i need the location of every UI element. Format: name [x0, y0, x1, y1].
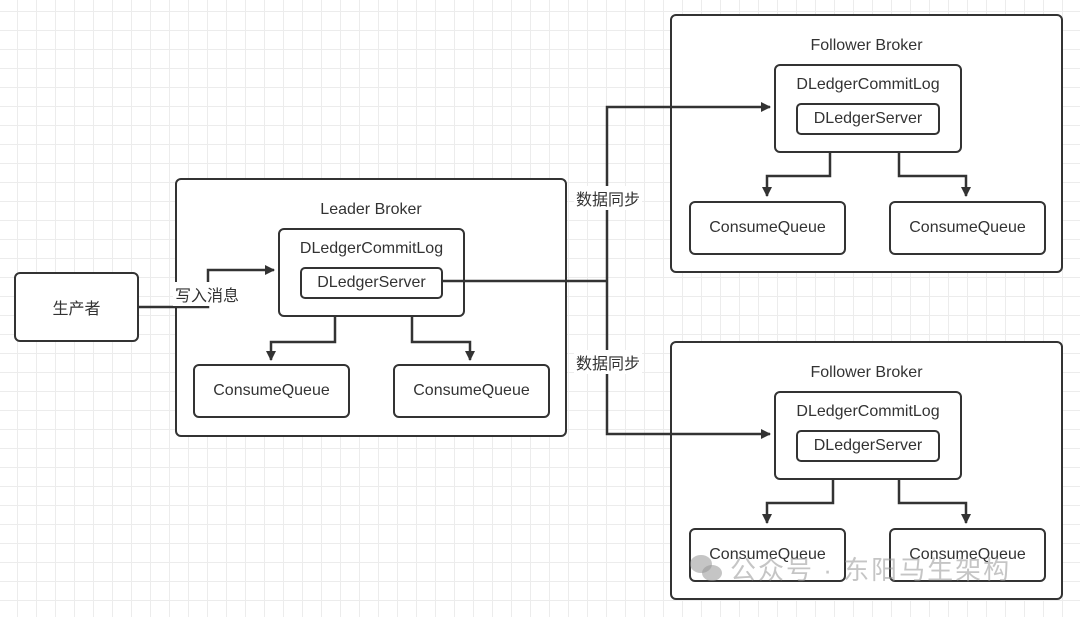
producer-node[interactable]: 生产者 — [14, 272, 139, 342]
leader-server-label: DLedgerServer — [317, 274, 426, 291]
follower1-commitlog-node[interactable]: DLedgerCommitLog DLedgerServer — [774, 64, 962, 153]
f2-cq-arrow-1 — [762, 479, 835, 524]
consumequeue-label: ConsumeQueue — [413, 382, 530, 399]
follower2-consumequeue-2[interactable]: ConsumeQueue — [889, 528, 1046, 582]
f2-cq-arrow-2 — [897, 479, 971, 524]
sync-arrow-2 — [605, 281, 771, 439]
leader-server-node[interactable]: DLedgerServer — [300, 267, 443, 299]
follower1-server-label: DLedgerServer — [813, 110, 923, 127]
follower1-server-node[interactable]: DLedgerServer — [796, 103, 940, 135]
consumequeue-label: ConsumeQueue — [709, 219, 826, 236]
follower2-commitlog-label: DLedgerCommitLog — [796, 403, 940, 420]
leader-consumequeue-2[interactable]: ConsumeQueue — [393, 364, 550, 418]
sync-label-1: 数据同步 — [574, 186, 643, 210]
write-message-label: 写入消息 — [173, 282, 242, 306]
consumequeue-label: ConsumeQueue — [909, 219, 1026, 236]
wechat-icon — [690, 554, 724, 583]
leader-consumequeue-1[interactable]: ConsumeQueue — [193, 364, 350, 418]
follower2-consumequeue-1[interactable]: ConsumeQueue — [689, 528, 846, 582]
follower-broker-title: Follower Broker — [810, 37, 923, 54]
follower2-commitlog-node[interactable]: DLedgerCommitLog DLedgerServer — [774, 391, 962, 480]
sync-arrow-1 — [605, 102, 771, 281]
leader-commitlog-node[interactable]: DLedgerCommitLog DLedgerServer — [278, 228, 465, 317]
f1-cq-arrow-1 — [762, 152, 832, 197]
leader-broker-title: Leader Broker — [320, 201, 422, 218]
follower-broker-group-2[interactable]: Follower Broker DLedgerCommitLog DLedger… — [670, 341, 1063, 600]
follower1-consumequeue-2[interactable]: ConsumeQueue — [889, 201, 1046, 255]
follower-broker-title: Follower Broker — [810, 364, 923, 381]
follower1-commitlog-label: DLedgerCommitLog — [796, 76, 940, 93]
follower2-server-node[interactable]: DLedgerServer — [796, 430, 940, 462]
consumequeue-label: ConsumeQueue — [213, 382, 330, 399]
leader-cq-arrow-1 — [266, 315, 337, 361]
leader-broker-group[interactable]: Leader Broker DLedgerCommitLog DLedgerSe… — [175, 178, 567, 437]
leader-cq-arrow-2 — [410, 315, 475, 361]
consumequeue-label: ConsumeQueue — [709, 546, 826, 563]
watermark: 公众号 · 东阳马生架构 — [690, 550, 1011, 587]
follower2-server-label: DLedgerServer — [813, 437, 923, 454]
leader-commitlog-label: DLedgerCommitLog — [299, 240, 444, 257]
consumequeue-label: ConsumeQueue — [909, 546, 1026, 563]
follower-broker-group-1[interactable]: Follower Broker DLedgerCommitLog DLedger… — [670, 14, 1063, 273]
sync-label-2: 数据同步 — [574, 350, 643, 374]
producer-label: 生产者 — [52, 301, 101, 318]
follower1-consumequeue-1[interactable]: ConsumeQueue — [689, 201, 846, 255]
watermark-text: 公众号 · 东阳马生架构 — [730, 555, 1012, 585]
f1-cq-arrow-2 — [897, 152, 971, 197]
